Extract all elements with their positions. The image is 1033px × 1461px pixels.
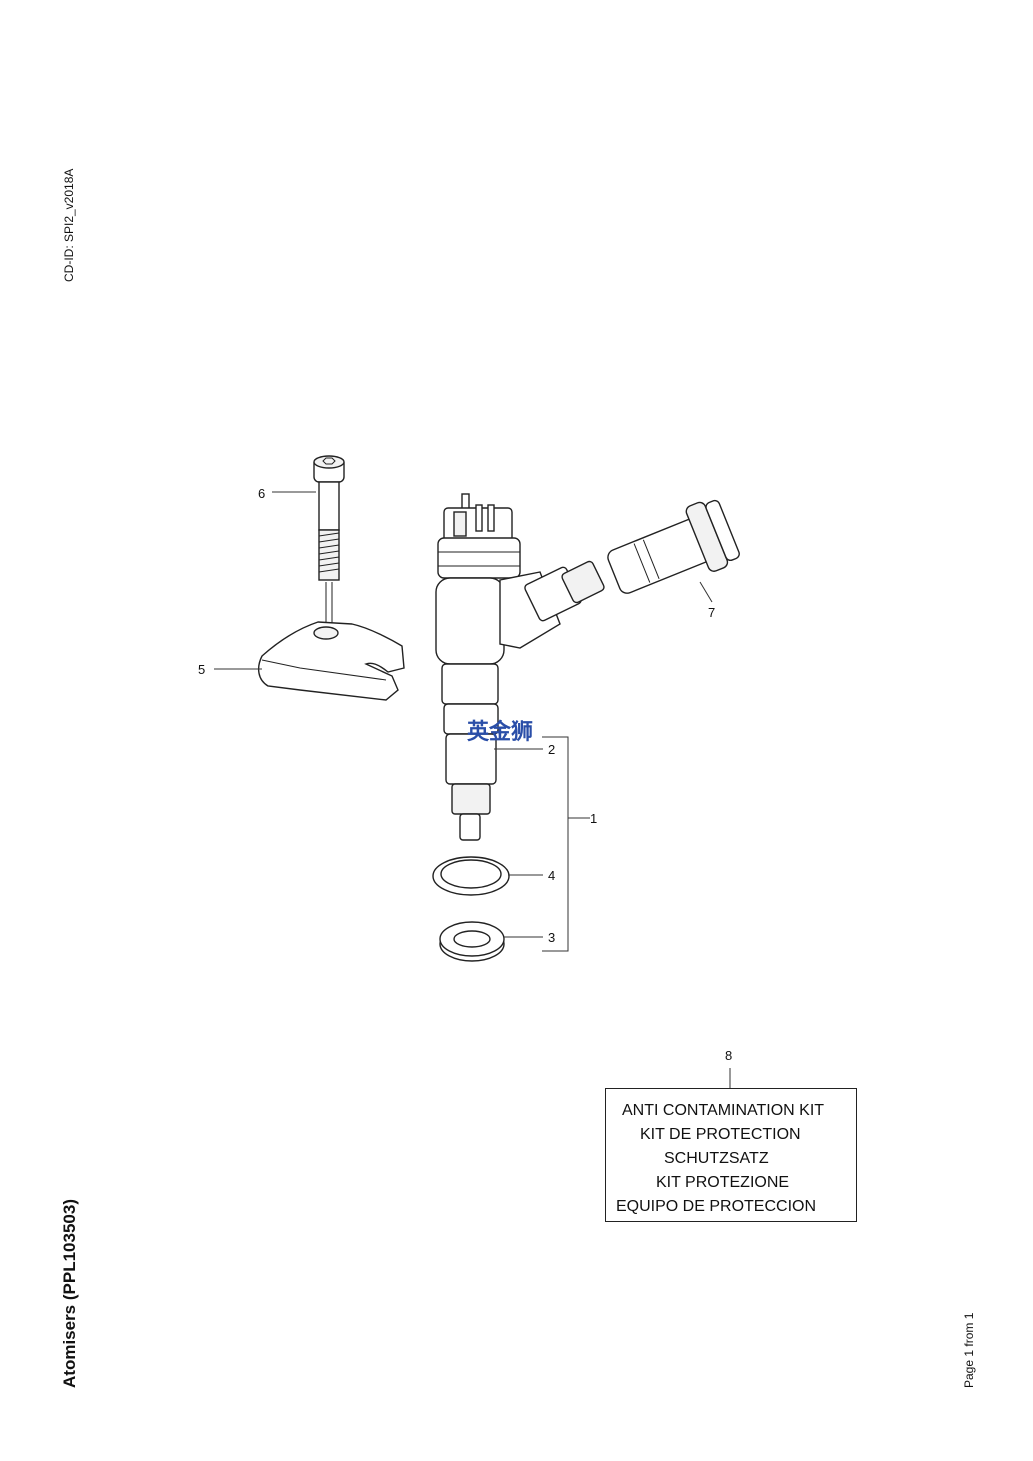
kit-line-es: EQUIPO DE PROTECCION (616, 1198, 817, 1215)
callout-2: 2 (548, 742, 555, 757)
part-injector (435, 493, 605, 841)
kit-line-fr: KIT DE PROTECTION (640, 1126, 801, 1143)
callout-1: 1 (590, 811, 597, 826)
part-protective-cap (607, 499, 740, 594)
part-bolt (313, 455, 345, 628)
part-seal-ring (432, 856, 510, 896)
callout-8: 8 (725, 1048, 732, 1063)
callout-5: 5 (198, 662, 205, 677)
kit-line-it: KIT PROTEZIONE (656, 1174, 790, 1191)
callout-3: 3 (548, 930, 555, 945)
part-clamp (257, 621, 405, 701)
callout-7: 7 (708, 605, 715, 620)
watermark-text: 英金狮 (467, 719, 533, 745)
kit-line-en: ANTI CONTAMINATION KIT (622, 1102, 825, 1119)
callout-6: 6 (258, 486, 265, 501)
leader-lines (214, 491, 731, 1088)
kit-line-de: SCHUTZSATZ (664, 1150, 769, 1167)
callout-4: 4 (548, 868, 555, 883)
anti-contamination-kit-label: ANTI CONTAMINATION KIT KIT DE PROTECTION… (605, 1088, 857, 1222)
part-washer (439, 921, 505, 962)
